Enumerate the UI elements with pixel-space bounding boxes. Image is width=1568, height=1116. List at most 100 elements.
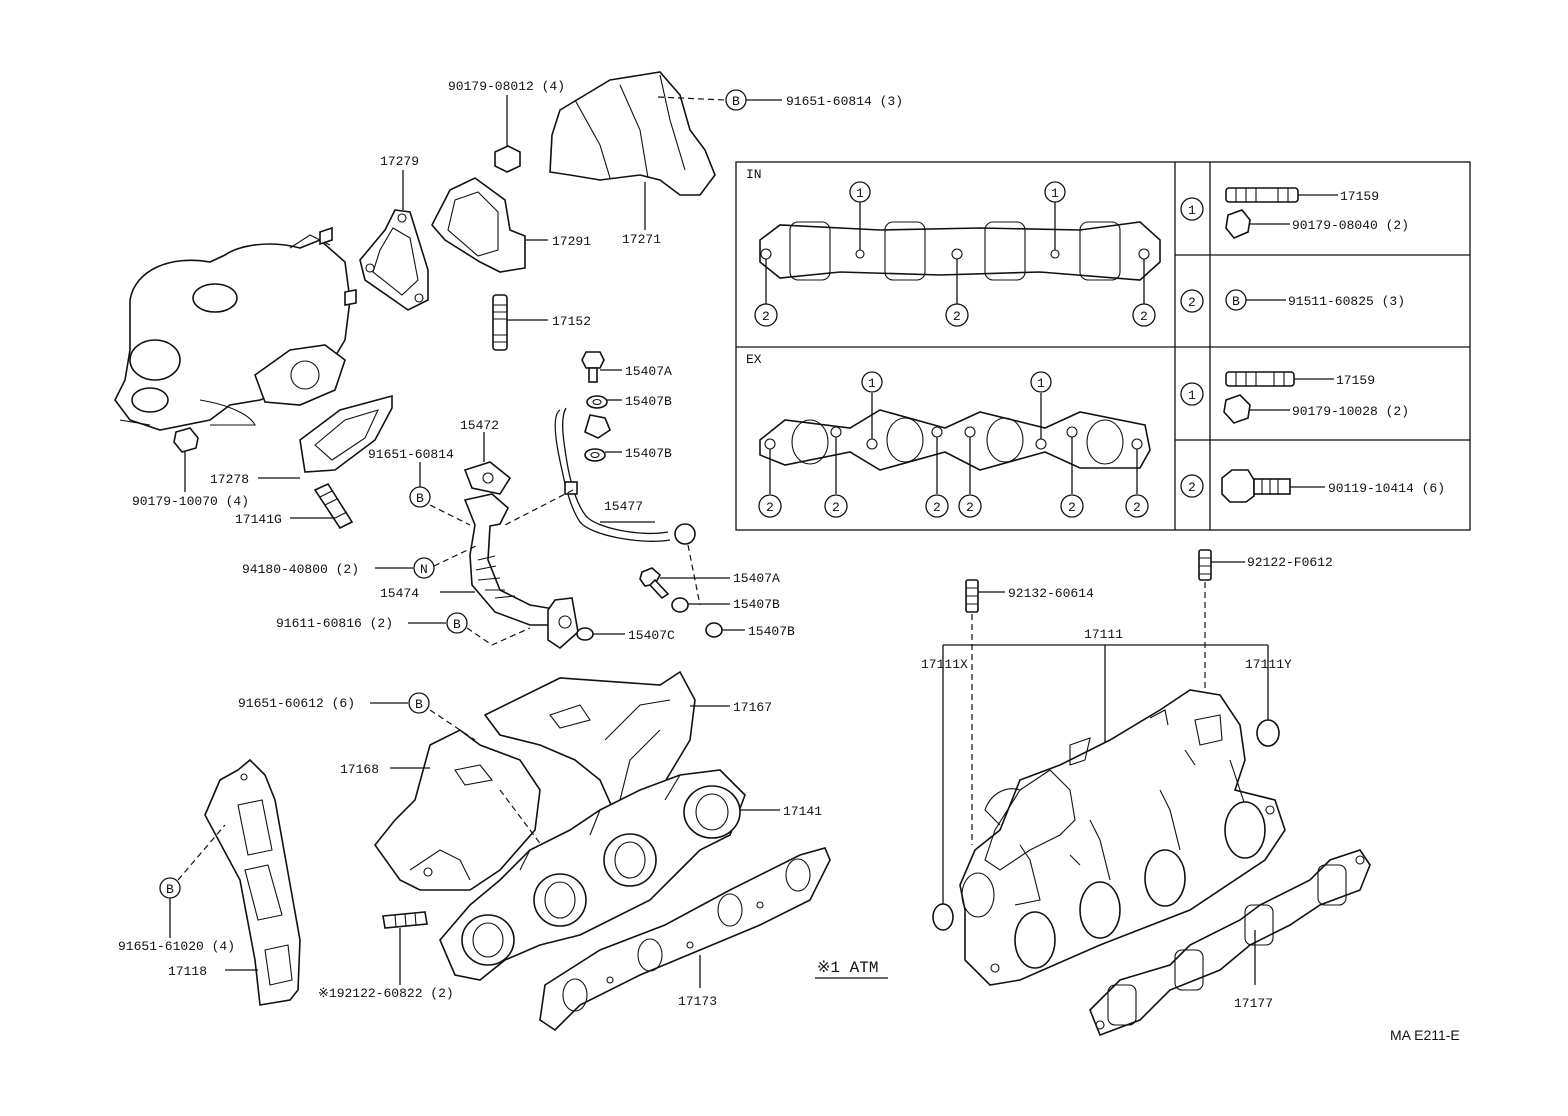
ex-gasket: 1 1 2 2 2 2 2 2: [758, 371, 1151, 518]
label-17173: 17173: [678, 994, 717, 1009]
legend-ex-row-1-stud: 17159: [1336, 373, 1375, 388]
legend-ex-row-2-marker: 2: [1188, 480, 1196, 495]
ex-marker-1b: 1: [1037, 376, 1045, 391]
in-marker-2c: 2: [1140, 309, 1148, 324]
legend-in-row-1-stud: 17159: [1340, 189, 1379, 204]
label-92132-60614: 92132-60614: [1008, 586, 1094, 601]
label-17278: 17278: [210, 472, 249, 487]
label-17111-group: 17111 17111X 17111Y: [921, 627, 1292, 905]
in-marker-1b: 1: [1051, 186, 1059, 201]
label-17271: 17271: [622, 232, 661, 247]
elbow-17291: 17291: [431, 177, 591, 273]
ex-marker-2e: 2: [1068, 500, 1076, 515]
label-15407A-mid: 15407A: [733, 571, 780, 586]
label-94180-40800: 94180-40800 (2): [242, 562, 359, 577]
label-15407C: 15407C: [628, 628, 675, 643]
stud-17152: 17152: [492, 294, 591, 351]
label-17111X: 17111X: [921, 657, 968, 672]
heat-shield-17271: 17271 B 91651-60814 (3): [549, 71, 903, 247]
legend-ex-row-1-marker: 1: [1188, 388, 1196, 403]
bolt-15407A-mid: 15407A: [639, 567, 780, 600]
gasket-17279: 17279: [359, 154, 429, 311]
bracket-17118: 17118: [168, 758, 301, 1006]
callout-91651-60612: 91651-60612 (6) B: [238, 692, 546, 851]
label-91651-60814-3: 91651-60814 (3): [786, 94, 903, 109]
label-17141: 17141: [783, 804, 822, 819]
label-192122-60822: ※192122-60822 (2): [318, 986, 454, 1001]
label-17111Y: 17111Y: [1245, 657, 1292, 672]
marker-b-61020: B: [166, 882, 174, 897]
legend-ex-row-2-bolt: 90119-10414 (6): [1328, 481, 1445, 496]
label-17291: 17291: [552, 234, 591, 249]
plug-17111X: [932, 903, 954, 931]
label-17279: 17279: [380, 154, 419, 169]
atm-note: ※1 ATM: [815, 959, 888, 979]
legend-ex-row-1: 1 17159 90179-10028 (2): [1180, 371, 1409, 424]
callout-91611-60816: 91611-60816 (2) B: [276, 612, 531, 646]
label-17168: 17168: [340, 762, 379, 777]
callout-91651-60814: 91651-60814 B: [368, 447, 471, 526]
plug-17111Y: [1256, 719, 1280, 747]
label-15407B-1: 15407B: [625, 394, 672, 409]
label-91651-60612: 91651-60612 (6): [238, 696, 355, 711]
label-15477: 15477: [604, 499, 643, 514]
label-15407B-4: 15407B: [748, 624, 795, 639]
stud-192122-60822: ※192122-60822 (2): [318, 911, 454, 1001]
marker-n: N: [420, 562, 428, 577]
label-91651-60814: 91651-60814: [368, 447, 454, 462]
label-91611-60816: 91611-60816 (2): [276, 616, 393, 631]
label-15472: 15472: [460, 418, 499, 433]
stud-92132-60614: 92132-60614: [965, 579, 1094, 845]
ex-marker-2c: 2: [933, 500, 941, 515]
legend-ex-row-2: 2 90119-10414 (6): [1180, 469, 1445, 503]
legend-ex-row-1-nut: 90179-10028 (2): [1292, 404, 1409, 419]
label-15474: 15474: [380, 586, 419, 601]
nut-90179-08012: 90179-08012 (4): [448, 79, 565, 173]
marker-b-60816: B: [453, 617, 461, 632]
nut-90179-10070: 90179-10070 (4): [132, 427, 249, 509]
label-15407B-2: 15407B: [625, 446, 672, 461]
reference-code: MA E211-E: [1390, 1027, 1460, 1043]
label-17118: 17118: [168, 964, 207, 979]
bolt-15407A-top: 15407A: [581, 351, 672, 383]
washer-15407B-3: 15407B: [671, 597, 780, 613]
in-marker-1a: 1: [856, 186, 864, 201]
callout-91651-61020: B 91651-61020 (4): [118, 824, 235, 954]
ex-marker-2d: 2: [966, 500, 974, 515]
label-90179-08012: 90179-08012 (4): [448, 79, 565, 94]
ex-marker-2b: 2: [832, 500, 840, 515]
pipe-15474: 15474: [380, 493, 579, 650]
gasket-17278: 17278: [210, 394, 393, 487]
label-17177: 17177: [1234, 996, 1273, 1011]
exhaust-manifold-17141: 17141: [439, 769, 822, 981]
label-92122-F0612: 92122-F0612: [1247, 555, 1333, 570]
washer-15407B-1: 15407B: [586, 394, 672, 409]
gasket-15407C: 15407C: [576, 627, 675, 643]
label-17152: 17152: [552, 314, 591, 329]
label-15407B-3: 15407B: [733, 597, 780, 612]
label-90179-10070: 90179-10070 (4): [132, 494, 249, 509]
gasket-legend: IN EX 1 1 2 2 2: [735, 161, 1471, 531]
washer-15407B-4: 15407B: [705, 622, 795, 639]
washer-15407B-2: 15407B: [584, 446, 672, 462]
label-91651-61020: 91651-61020 (4): [118, 939, 235, 954]
label-17111: 17111: [1084, 627, 1123, 642]
legend-in-row-2-marker: 2: [1188, 295, 1196, 310]
gasket-17173: 17173: [539, 847, 831, 1032]
turbocharger: [114, 226, 357, 431]
legend-in-label: IN: [746, 167, 762, 182]
callout-94180-40800: 94180-40800 (2) N: [242, 544, 479, 579]
pipe-15477: 15477: [504, 407, 701, 606]
ex-marker-2a: 2: [766, 500, 774, 515]
in-gasket: 1 1 2 2 2: [754, 181, 1161, 327]
in-marker-2b: 2: [953, 309, 961, 324]
legend-ex-label: EX: [746, 352, 762, 367]
legend-in-row-2: 2 B 91511-60825 (3): [1180, 289, 1405, 313]
legend-in-row-1-marker: 1: [1188, 203, 1196, 218]
marker-b-60814: B: [416, 491, 424, 506]
gasket-15472: 15472: [460, 418, 512, 495]
ex-marker-1a: 1: [868, 376, 876, 391]
gasket-17177: 17177: [1089, 849, 1371, 1037]
label-17167: 17167: [733, 700, 772, 715]
